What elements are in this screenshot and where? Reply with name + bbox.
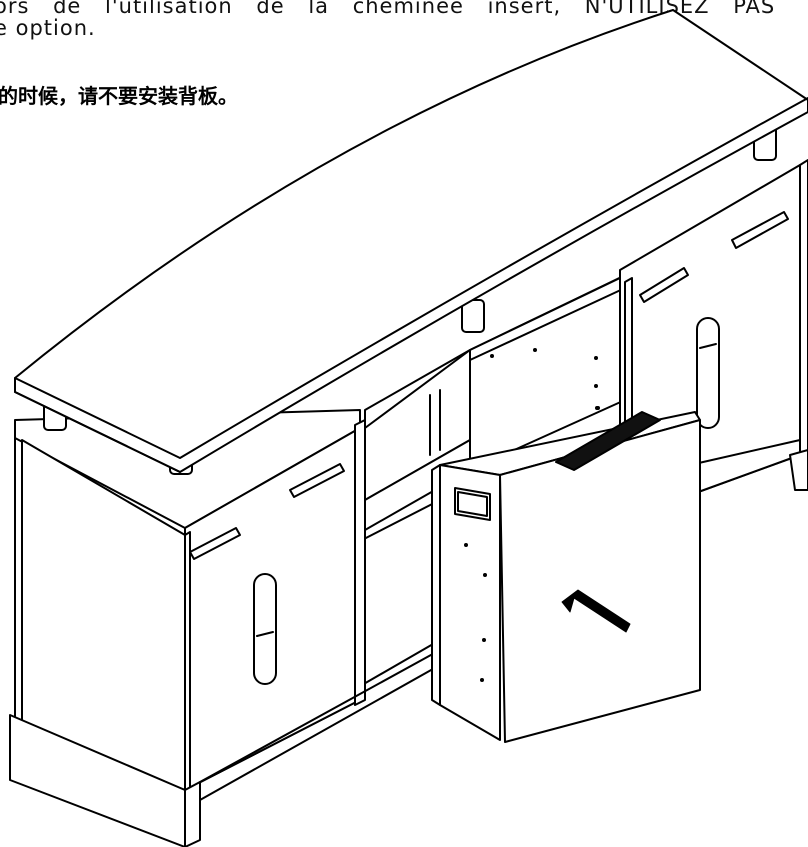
right-door-pull-right (732, 212, 788, 248)
left-door-pull-left (190, 528, 240, 559)
left-door-pull-right (290, 464, 344, 497)
right-door-pull-left (640, 268, 688, 302)
left-cabinet-handle-slot (254, 574, 276, 684)
insert-top-vent-grille (556, 412, 660, 470)
left-cabinet-plinth (10, 715, 185, 847)
french-instruction-line-1: ors de l'utilisation de la cheminée inse… (0, 0, 776, 18)
curved-top-shelf (15, 10, 808, 474)
insert-screw-holes (464, 406, 600, 682)
right-cabinet (620, 160, 808, 495)
right-cabinet-handle-slot (697, 318, 719, 428)
fireplace-insert (432, 406, 700, 742)
french-instruction-line-2: e option. (0, 16, 96, 40)
chinese-instruction-line: 的时候，请不要安装背板。 (0, 84, 238, 108)
insert-direction-arrow-icon (562, 590, 630, 632)
left-cabinet (10, 410, 440, 847)
